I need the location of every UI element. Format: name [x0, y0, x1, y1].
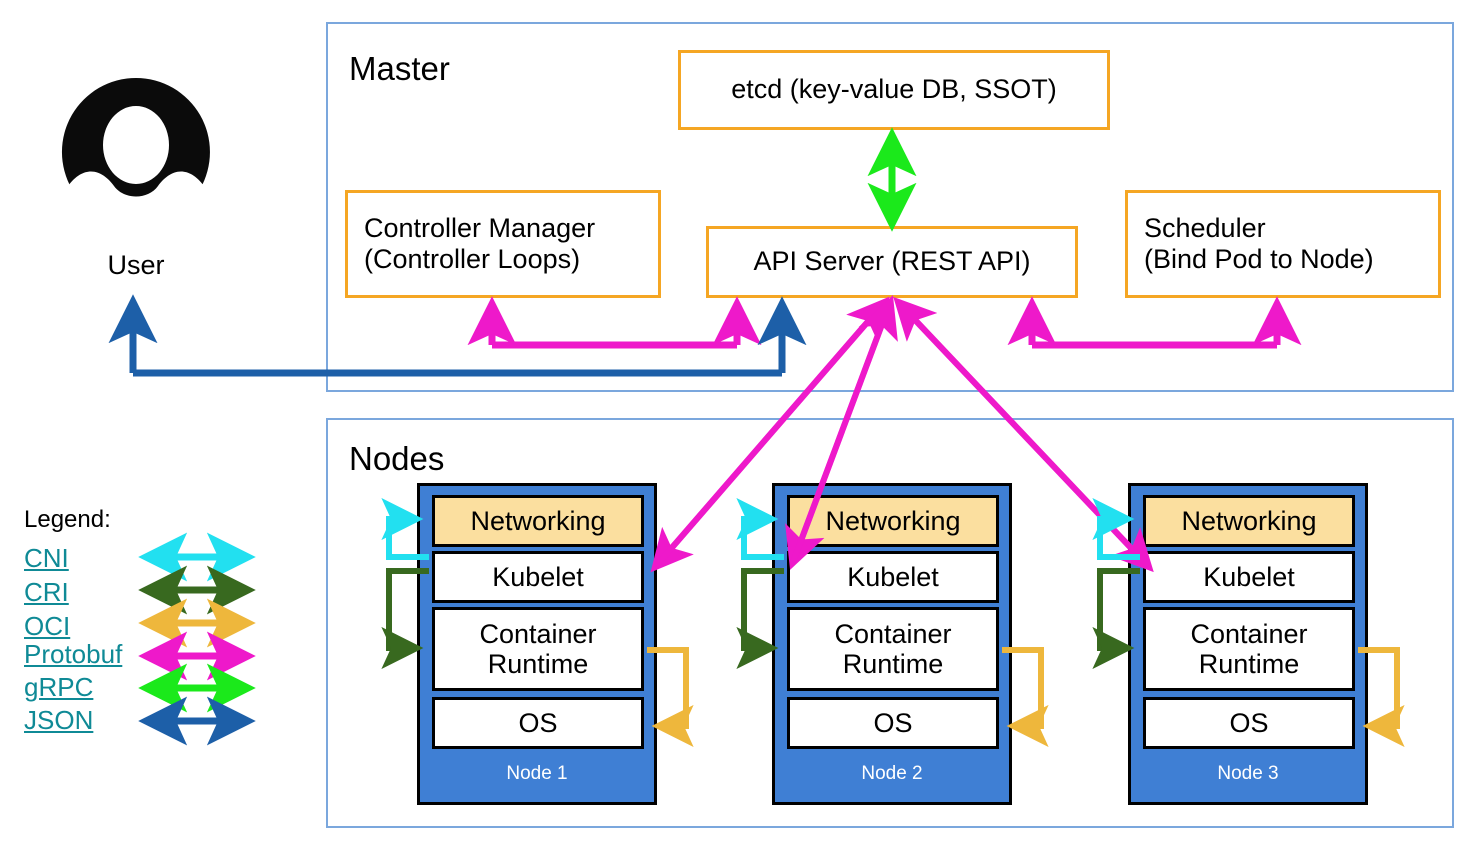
node-1-name: Node 1 — [506, 763, 568, 784]
node-3-box[interactable]: Networking Kubelet Container Runtime OS … — [1128, 483, 1368, 805]
node-1-layer-networking[interactable]: Networking — [432, 495, 644, 547]
legend-label-oci[interactable]: OCI — [24, 611, 71, 641]
node-2-box[interactable]: Networking Kubelet Container Runtime OS … — [772, 483, 1012, 805]
node-3-layer-container-runtime[interactable]: Container Runtime — [1143, 607, 1355, 691]
node-2-name: Node 2 — [861, 763, 923, 784]
node-2-layer-kubelet[interactable]: Kubelet — [787, 551, 999, 603]
node-2-networking-label: Networking — [825, 505, 961, 536]
legend-label-cni[interactable]: CNI — [24, 543, 69, 573]
api-server-label: API Server (REST API) — [753, 246, 1031, 277]
node-3-layer-networking[interactable]: Networking — [1143, 495, 1355, 547]
node-1-box[interactable]: Networking Kubelet Container Runtime OS … — [417, 483, 657, 805]
node-2-layer-os[interactable]: OS — [787, 697, 999, 749]
node-2-container-runtime-label: Container Runtime — [834, 618, 952, 679]
node-1-layer-os[interactable]: OS — [432, 697, 644, 749]
nodes-group-title: Nodes — [349, 440, 445, 477]
scheduler-box[interactable]: Scheduler (Bind Pod to Node) — [1125, 190, 1441, 298]
node-3-container-runtime-label: Container Runtime — [1190, 618, 1308, 679]
legend-label-json[interactable]: JSON — [24, 705, 94, 735]
scheduler-label: Scheduler (Bind Pod to Node) — [1144, 212, 1374, 274]
legend-label-cri[interactable]: CRI — [24, 577, 69, 607]
node-3-layer-os[interactable]: OS — [1143, 697, 1355, 749]
node-1-networking-label: Networking — [470, 505, 606, 536]
node-1-layer-container-runtime[interactable]: Container Runtime — [432, 607, 644, 691]
node-2-layer-networking[interactable]: Networking — [787, 495, 999, 547]
node-1-container-runtime-label: Container Runtime — [479, 618, 597, 679]
controller-manager-label: Controller Manager (Controller Loops) — [364, 212, 596, 274]
node-2-layer-container-runtime[interactable]: Container Runtime — [787, 607, 999, 691]
controller-manager-box[interactable]: Controller Manager (Controller Loops) — [345, 190, 661, 298]
etcd-label: etcd (key-value DB, SSOT) — [731, 74, 1057, 105]
node-1-os-label: OS — [518, 707, 558, 738]
node-3-networking-label: Networking — [1181, 505, 1317, 536]
node-2-kubelet-label: Kubelet — [847, 561, 939, 592]
etcd-box[interactable]: etcd (key-value DB, SSOT) — [678, 50, 1110, 130]
legend-label-grpc[interactable]: gRPC — [24, 672, 94, 702]
legend-title: Legend: — [24, 506, 111, 533]
legend-label-protobuf[interactable]: Protobuf — [24, 639, 123, 669]
master-group-title: Master — [349, 50, 450, 87]
api-server-box[interactable]: API Server (REST API) — [706, 226, 1078, 298]
node-1-kubelet-label: Kubelet — [492, 561, 584, 592]
node-3-name: Node 3 — [1217, 763, 1279, 784]
node-2-os-label: OS — [873, 707, 913, 738]
node-3-layer-kubelet[interactable]: Kubelet — [1143, 551, 1355, 603]
user-avatar — [60, 76, 212, 228]
node-3-kubelet-label: Kubelet — [1203, 561, 1295, 592]
node-3-os-label: OS — [1229, 707, 1269, 738]
user-label: User — [107, 250, 165, 280]
node-1-layer-kubelet[interactable]: Kubelet — [432, 551, 644, 603]
user-avatar-icon — [60, 78, 212, 228]
